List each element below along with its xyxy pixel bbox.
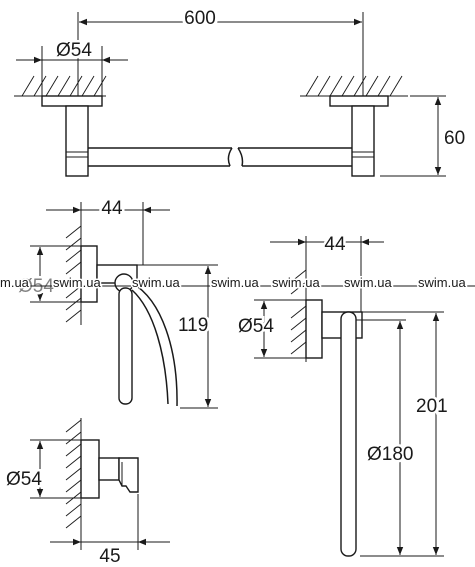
wall-hatch-holder xyxy=(65,222,82,325)
holder-rod xyxy=(118,287,133,405)
watermark-2: swim.ua xyxy=(132,275,180,290)
wall-hatch-bar-left xyxy=(14,75,107,97)
hook-body xyxy=(98,457,120,481)
wall-hatch-hook xyxy=(65,418,82,536)
bar-rail-left xyxy=(88,147,233,167)
dim-holder-height: 119 xyxy=(178,315,208,336)
watermark-3: swim.ua xyxy=(211,275,259,290)
watermark-5: swim.ua xyxy=(344,275,392,290)
robe-hook-view: Ø54 45 xyxy=(4,418,170,567)
watermark-4: swim.ua xyxy=(272,275,320,290)
dim-ring-rose-dia: Ø54 xyxy=(238,316,274,337)
bar-post-left xyxy=(65,105,89,177)
dim-ring-height: 201 xyxy=(416,396,448,417)
ring-body xyxy=(340,311,357,557)
bar-post-right xyxy=(351,105,375,177)
dim-hook-depth: 45 xyxy=(99,546,120,567)
watermark-1: swim.ua xyxy=(53,275,101,290)
holder-rose xyxy=(80,245,98,303)
wall-hatch-bar-right xyxy=(300,75,408,97)
towel-bar-view: 600 Ø54 60 xyxy=(14,5,465,177)
watermark-row: m.ua swim.ua swim.ua swim.ua swim.ua swi… xyxy=(0,274,475,292)
towel-ring-view: 44 Ø54 201 Ø180 xyxy=(236,232,450,557)
dim-bar-depth: 60 xyxy=(444,128,465,149)
dim-hook-rose-dia: Ø54 xyxy=(6,469,42,490)
dim-holder-depth: 44 xyxy=(101,198,123,219)
towel-holder-view: 44 Ø54 119 xyxy=(16,196,218,409)
bar-rose-right xyxy=(329,95,389,107)
dim-bar-length: 600 xyxy=(184,8,216,29)
dim-ring-dia: Ø180 xyxy=(367,444,413,465)
dim-ring-depth: 44 xyxy=(324,234,346,255)
hook-head xyxy=(118,457,139,493)
hook-rose xyxy=(80,439,100,499)
bar-rose-left xyxy=(41,95,103,107)
dim-bar-rose-dia: Ø54 xyxy=(56,40,92,61)
watermark-fragment: m.ua xyxy=(0,275,30,290)
holder-blade xyxy=(131,282,178,407)
ring-rose xyxy=(305,299,323,359)
watermark-6: swim.ua xyxy=(418,275,466,290)
bar-rail-right xyxy=(237,147,352,167)
